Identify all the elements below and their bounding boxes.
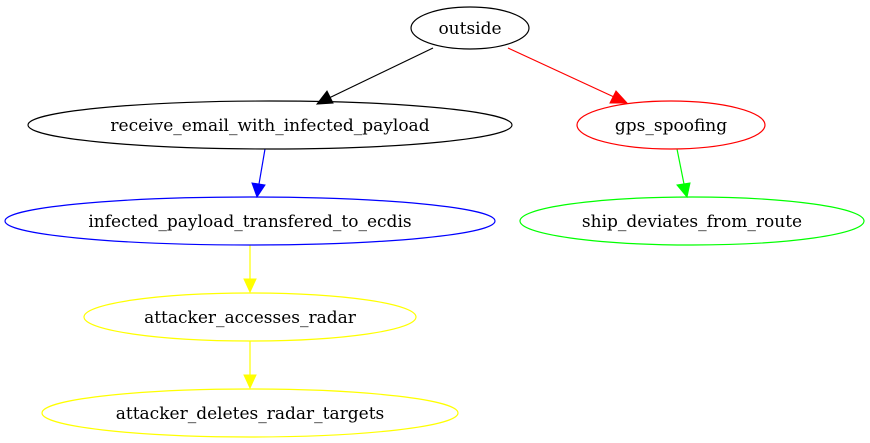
edge-gps-spoofing-to-ship-deviates (676, 148, 691, 199)
node-attacker-accesses-radar: attacker_accesses_radar (83, 292, 417, 342)
node-infected-payload-transfered-to-ecdis: infected_payload_transfered_to_ecdis (4, 196, 496, 246)
edge-outside-to-gps-spoofing (507, 47, 629, 104)
node-receive-email-label: receive_email_with_infected_payload (110, 116, 429, 136)
edge-infected-payload-to-attacker-accesses (243, 245, 257, 294)
node-attacker-deletes-radar-targets: attacker_deletes_radar_targets (41, 388, 459, 438)
node-attacker-deletes-label: attacker_deletes_radar_targets (116, 404, 385, 424)
node-receive-email-with-infected-payload: receive_email_with_infected_payload (27, 100, 513, 150)
edge-receive-email-to-infected-payload (251, 148, 266, 199)
node-outside: outside (410, 6, 530, 50)
node-gps-spoofing-label: gps_spoofing (615, 116, 727, 136)
edge-attacker-accesses-to-attacker-deletes (243, 341, 257, 390)
node-attacker-accesses-label: attacker_accesses_radar (144, 308, 357, 328)
node-infected-payload-label: infected_payload_transfered_to_ecdis (88, 212, 411, 232)
node-ship-deviates-label: ship_deviates_from_route (582, 212, 802, 232)
node-outside-label: outside (438, 19, 501, 39)
edge-outside-to-receive-email (315, 47, 434, 105)
node-ship-deviates-from-route: ship_deviates_from_route (519, 196, 865, 246)
node-gps-spoofing: gps_spoofing (576, 100, 766, 150)
